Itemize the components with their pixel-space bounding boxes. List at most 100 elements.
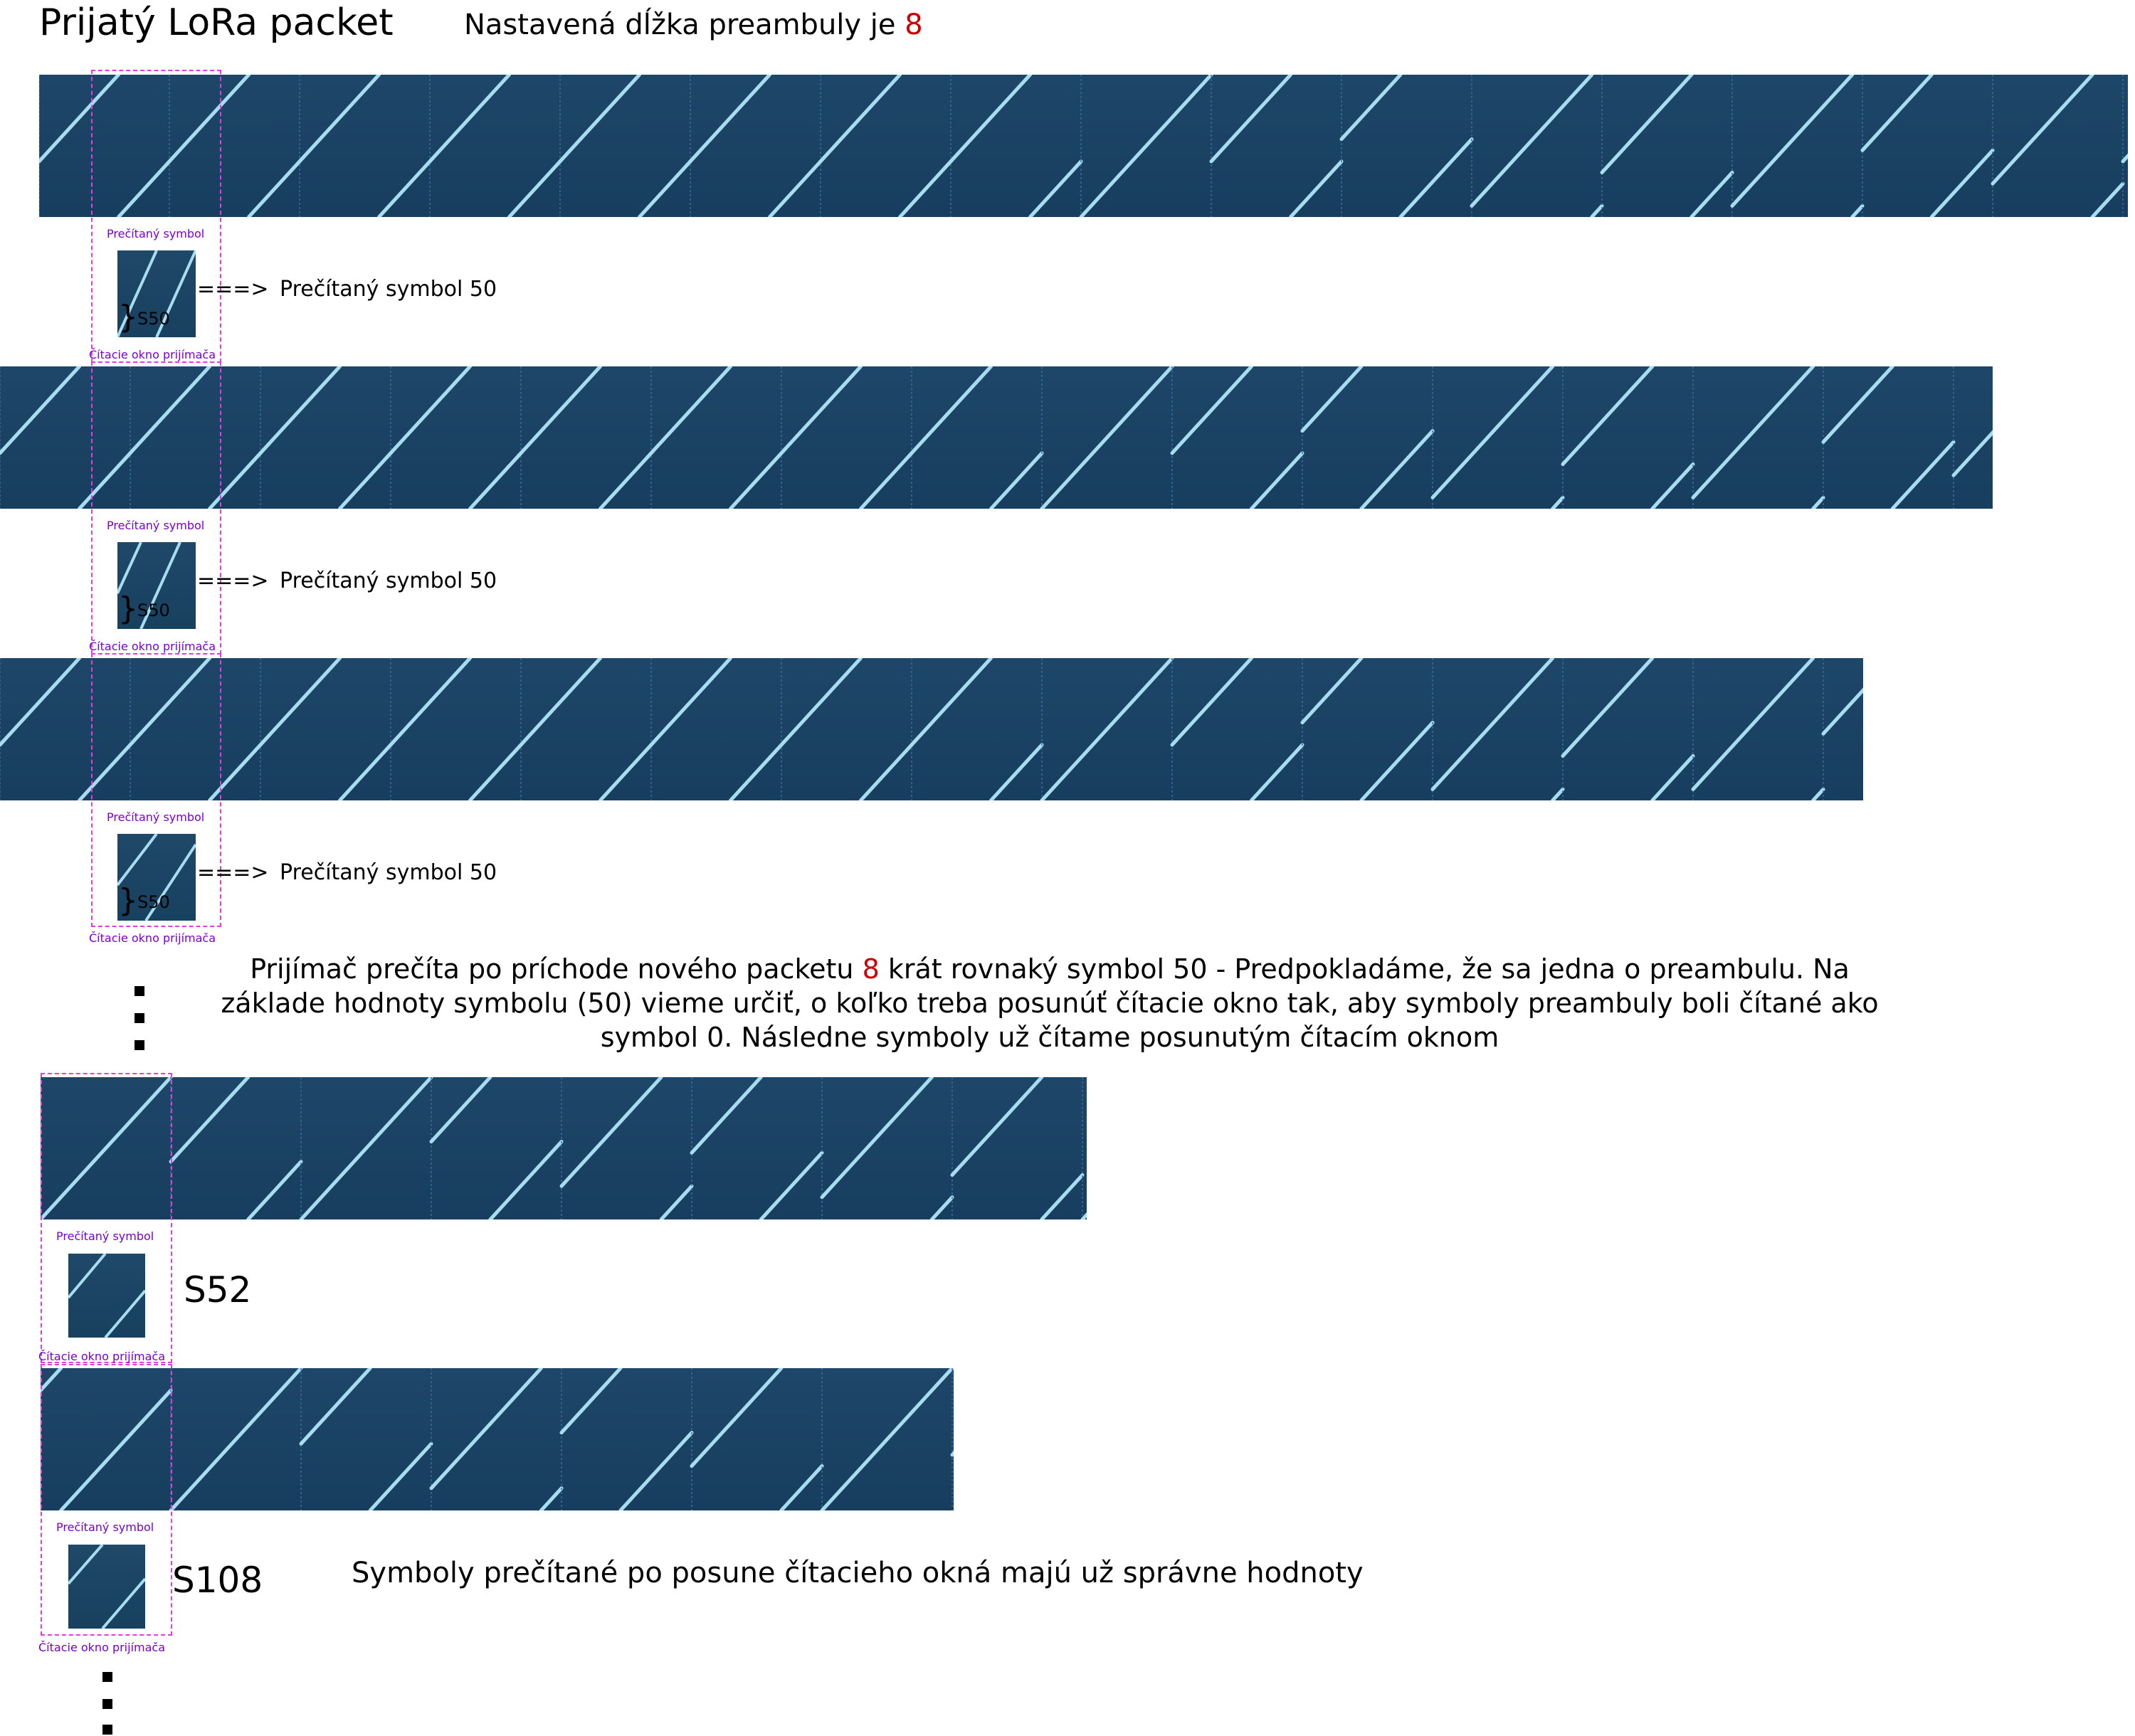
chirp-line [41,1368,63,1392]
chirp-line [539,1486,564,1510]
chirp-line [1600,75,1694,174]
chirp-line [820,1368,954,1510]
chirp-line [1811,787,1825,800]
shifted-symbol-value-1: S52 [184,1269,252,1311]
diagram-title: Prijatý LoRa packet [39,1,394,44]
chirp-line [377,159,432,217]
chirp-line [1860,75,1934,152]
chirp-line [1028,159,1083,217]
chirp-line [690,1368,784,1468]
preamble-note-text: Nastavená dĺžka preambuly je [464,9,905,41]
continuation-dot [102,1699,112,1709]
read-symbol-thumbnail [68,1254,145,1338]
shifted-reader-window-2 [41,1364,172,1636]
chirp-line [1339,75,1403,142]
chirp-line [0,366,82,455]
chirp-line [297,75,381,164]
chirp-line [258,366,342,455]
chirp-line [246,1160,303,1219]
chirp-line [1650,462,1695,509]
chirp-line [2090,181,2125,217]
chirp-line [247,159,302,217]
explanation-part2: krát rovnaký symbol 50 - Predpokladáme, … [221,953,1879,1053]
chirp-line [468,451,523,509]
lora-packet-strip-shifted-1 [41,1077,1087,1219]
chirp-line [649,658,733,747]
read-symbol-label: Prečítaný symbol [107,227,205,240]
chirp-line [1890,440,1956,509]
chirp-line [729,743,784,800]
reader-window-label: Čítacie okno prijímača [38,1641,165,1654]
chirp-line [950,1077,1044,1177]
chirp-line [759,1150,824,1219]
offset-brace: } [118,591,138,627]
chirp-line [559,1368,623,1435]
read-symbol-thumbnail [117,834,196,921]
chirp-line [1811,495,1825,509]
chirp-line [299,1077,433,1219]
offset-brace: } [118,299,138,335]
chirp-line [910,658,993,747]
chirp-line [208,451,263,509]
chirp-line [1079,75,1213,217]
chirp-line [338,743,393,800]
chirp-line [949,75,1033,164]
chirp-line [59,1388,173,1510]
strip-background [41,1077,1087,1219]
preamble-length-note: Nastavená dĺžka preambuly je 8 [464,9,923,41]
chirp-line [78,451,132,509]
arrow: ===> [197,860,269,885]
lora-packet-strip-3 [0,658,1863,800]
chirp-line [929,1195,954,1219]
continuation-dot [102,1672,112,1682]
chirp-line [468,743,523,800]
reader-window-label: Čítacie okno prijímača [38,1350,165,1363]
chirp-line [519,366,603,455]
chirp-line [519,658,603,747]
chirp-line [1430,366,1555,499]
chirp-line [1551,787,1565,800]
chirp-line [1951,430,1993,477]
chirp-line [429,1368,543,1491]
thumb-chirp [117,542,181,629]
thumb-chirp [68,1545,145,1629]
chirp-line [599,743,653,800]
chirp-line [1551,495,1565,509]
chirp-line [368,1441,433,1510]
chirp-strip-svg [0,366,1993,509]
chirp-line [1850,203,1865,217]
reader-window-3 [91,653,221,927]
chirp-line [1300,366,1364,433]
chirp-line [1650,754,1695,800]
chirp-line [1689,171,1734,217]
chirp-line [1430,658,1555,791]
chirp-line [1300,658,1364,725]
chirp-line [389,366,473,455]
chirp-line [429,1077,492,1144]
chirp-line [820,1077,934,1200]
reader-window-label: Čítacie okno prijímača [89,348,216,361]
symbol-offset-label: S50 [137,309,170,329]
offset-brace: } [118,882,138,919]
thumb-chirp [117,834,196,921]
chirp-line [989,451,1044,509]
lora-packet-strip-2 [0,366,1993,509]
chirp-line [1561,366,1655,466]
chirp-line [169,1077,251,1164]
thumb-chirp [117,250,196,337]
explanation-part1: Prijímač prečíta po príchode nového pack… [250,953,863,985]
chirp-line [208,743,263,800]
chirp-line [128,658,212,747]
chirp-strip-svg [41,1368,954,1510]
chirp-line [649,366,733,455]
continuation-dot [135,986,144,996]
chirp-strip-svg [41,1077,1087,1219]
chirp-line [599,451,653,509]
chirp-line [169,1368,303,1510]
chirp-line [989,743,1044,800]
chirp-line [618,1431,694,1510]
chirp-line [859,743,914,800]
chirp-line [729,451,784,509]
read-result: Prečítaný symbol 50 [280,277,497,302]
strip-background [0,658,1863,800]
